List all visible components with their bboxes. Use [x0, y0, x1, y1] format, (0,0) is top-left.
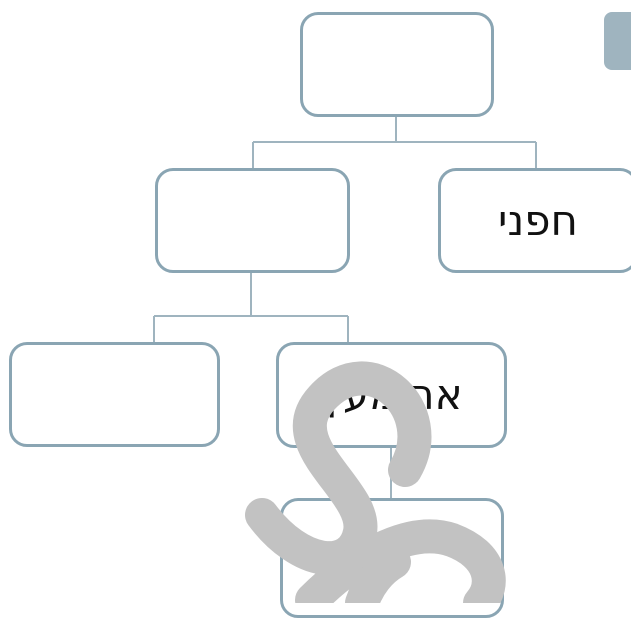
node-root [300, 12, 494, 117]
family-tree-diagram: חפני אחימעץ [9, 12, 631, 618]
node-right: חפני [438, 168, 631, 273]
node-right-label: חפני [498, 195, 578, 245]
corner-tab [604, 12, 631, 70]
connector-lines [153, 117, 537, 498]
node-left-left [9, 342, 220, 447]
node-left [155, 168, 350, 273]
overlay-swirl-mark [245, 361, 506, 603]
